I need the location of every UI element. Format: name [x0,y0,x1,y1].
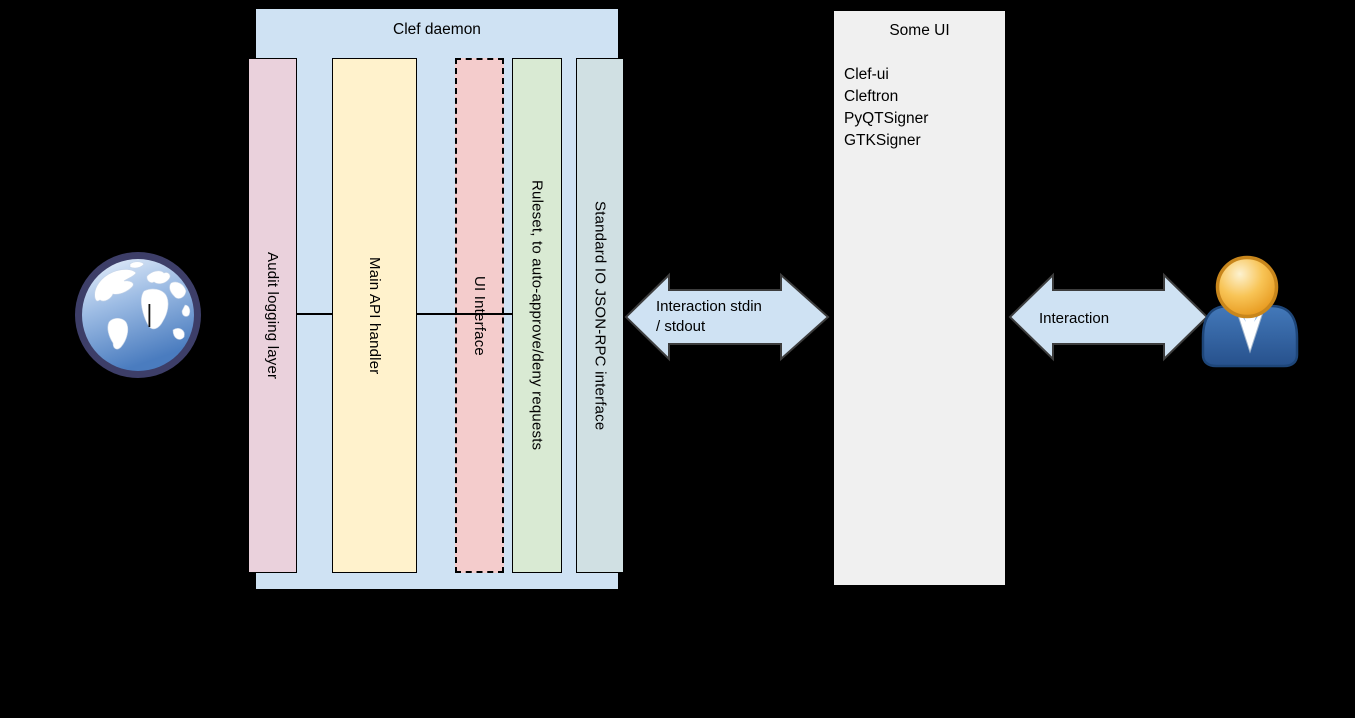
stdio-arrow-label-line1: Interaction stdin [656,298,762,315]
list-item-clef-ui: Clef-ui [844,66,889,83]
some-ui-title: Some UI [889,22,950,39]
ui-implementations-list: Clef-ui Cleftron PyQTSigner GTKSigner [834,64,1005,152]
list-item-cleftron: Cleftron [844,88,899,105]
list-item-pyqtsigner: PyQTSigner [844,110,929,127]
layer-main-api-handler-label: Main API handler [366,256,383,375]
list-item-gtksigner: GTKSigner [844,132,921,149]
layer-stdio-jsonrpc: Standard IO JSON-RPC interface [576,58,624,573]
layer-ruleset: Ruleset, to auto-approve/deny requests [512,58,562,573]
stdio-arrow-label-line2: / stdout [656,318,706,335]
layer-ui-interface-label: UI Interface [471,275,488,356]
stdio-arrow-label: Interaction stdin / stdout [656,297,762,337]
layer-audit-logging: Audit logging layer [248,58,297,573]
layer-audit-logging-label: Audit logging layer [264,251,281,380]
connector-api-to-ruleset [417,313,512,315]
layer-ui-interface: UI Interface [455,58,504,573]
layer-stdio-jsonrpc-label: Standard IO JSON-RPC interface [591,200,609,431]
stdio-interaction-arrow [624,272,830,362]
some-ui-box: Some UI Clef-ui Cleftron PyQTSigner GTKS… [832,9,1007,587]
connector-stub-line [148,304,151,327]
ui-arrow-label: Interaction [1039,310,1110,327]
person-icon [1201,255,1299,368]
layer-ruleset-label: Ruleset, to auto-approve/deny requests [528,180,546,451]
globe-icon [75,252,201,378]
clef-daemon-title: Clef daemon [393,21,481,38]
person-head [1215,255,1279,319]
clef-daemon-box: Clef daemon [256,9,618,589]
connector-audit-to-api [297,313,333,315]
layer-main-api-handler: Main API handler [332,58,417,573]
